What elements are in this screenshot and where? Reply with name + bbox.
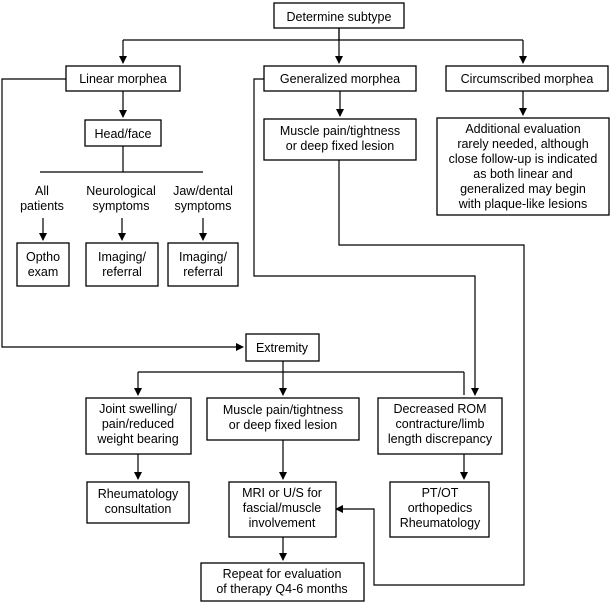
edge-subtype-branch-bar — [123, 28, 523, 41]
node-extremity: Extremity — [245, 333, 320, 362]
edge-generalized-to-rom — [253, 78, 479, 396]
edge-extremity-branch-bar — [138, 361, 464, 373]
node-imaging-referral-jaw-text: Imaging/referral — [179, 250, 227, 279]
node-extremity-text: Extremity — [256, 341, 309, 355]
node-determine-subtype-text: Determine subtype — [287, 10, 392, 24]
edge-head-branch-bar — [40, 146, 203, 173]
edge-linear-to-extremity — [1, 78, 244, 351]
node-head-face: Head/face — [84, 119, 162, 147]
node-generalized-morphea: Generalized morphea — [263, 65, 417, 92]
edge-gen-muscle-to-mri — [335, 160, 525, 586]
node-head-face-text: Head/face — [95, 127, 152, 141]
node-imaging-referral-jaw: Imaging/referral — [167, 242, 239, 287]
node-generalized-morphea-text: Generalized morphea — [280, 72, 400, 86]
node-circumscribed-morphea: Circumscribed morphea — [445, 65, 609, 92]
node-circumscribed-morphea-text: Circumscribed morphea — [461, 72, 594, 86]
node-linear-morphea-text: Linear morphea — [79, 72, 167, 86]
node-determine-subtype: Determine subtype — [273, 2, 405, 29]
connector-lines — [1, 28, 527, 586]
node-linear-morphea: Linear morphea — [65, 65, 181, 92]
node-imaging-referral-neuro: Imaging/referral — [85, 242, 159, 287]
node-imaging-referral-neuro-text: Imaging/referral — [98, 250, 146, 279]
